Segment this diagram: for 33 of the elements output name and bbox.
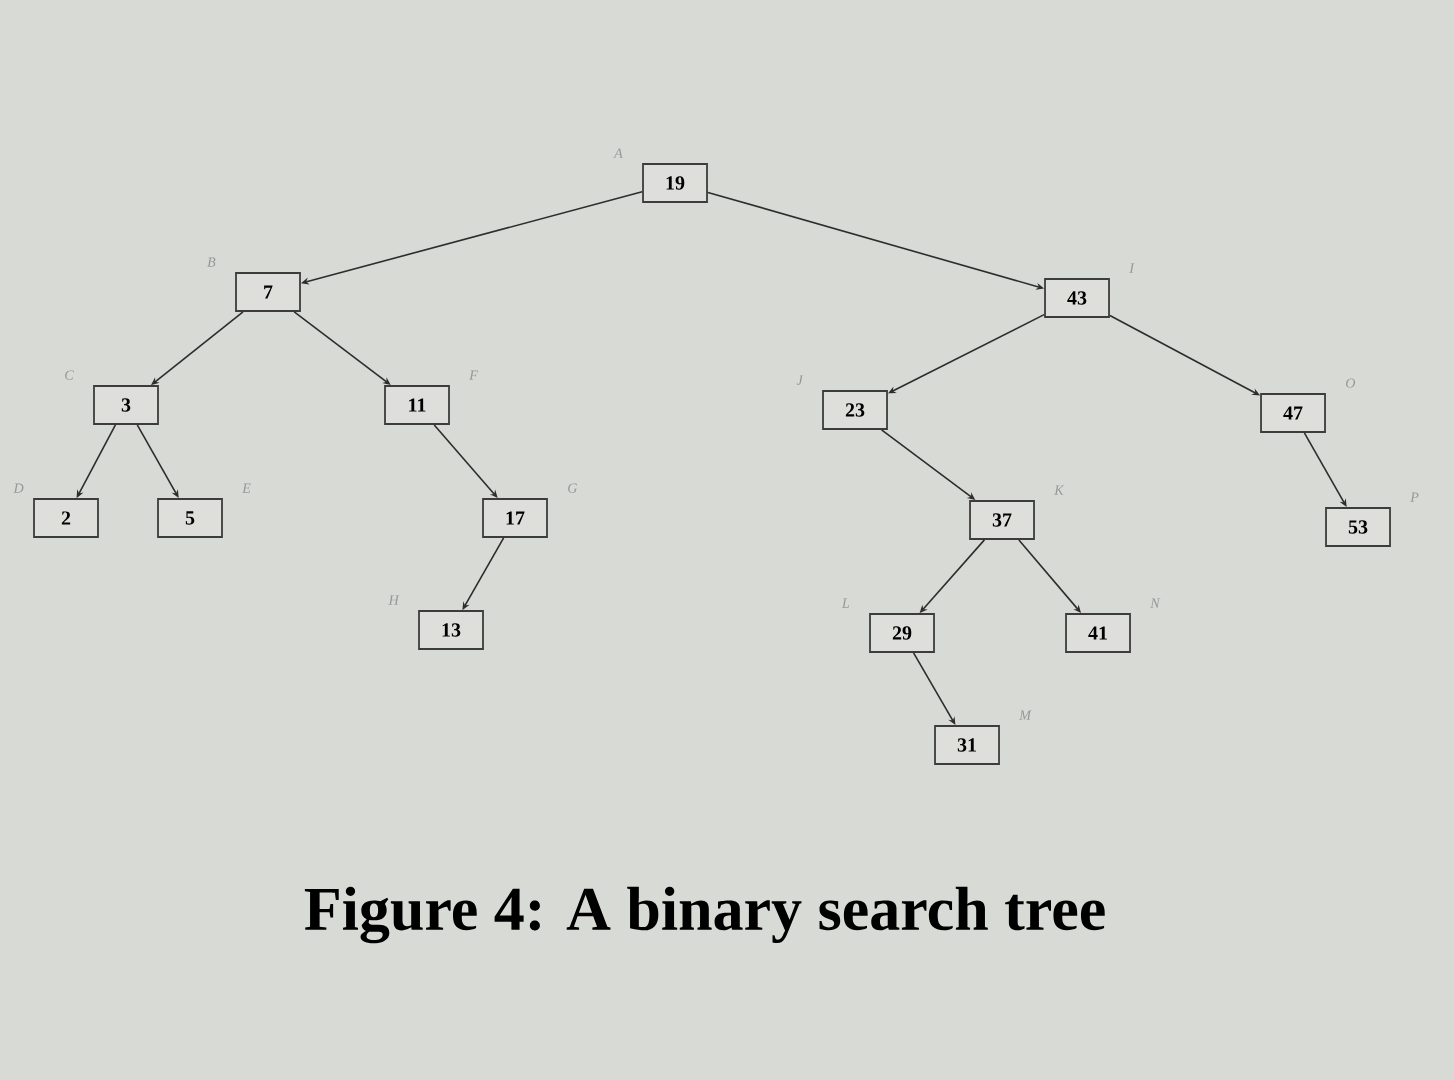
node-letter: H: [388, 595, 400, 605]
node-letter: D: [13, 483, 24, 493]
node-letter: F: [469, 370, 478, 380]
node-letter: P: [1410, 492, 1419, 502]
node-box: 23: [822, 390, 888, 430]
node-box: 19: [642, 163, 708, 203]
node-box: 5: [157, 498, 223, 538]
node-box: 41: [1065, 613, 1131, 653]
node-box: 47: [1260, 393, 1326, 433]
node-box: 37: [969, 500, 1035, 540]
node-letter: J: [796, 375, 804, 385]
node-box: 31: [934, 725, 1000, 765]
node-box: 17: [482, 498, 548, 538]
node-box: 2: [33, 498, 99, 538]
node-box: 43: [1044, 278, 1110, 318]
node-letter: C: [65, 370, 74, 380]
node-letter: O: [1346, 378, 1356, 388]
node-letter: E: [242, 483, 251, 493]
node-letter: G: [568, 483, 578, 493]
node-box: 53: [1325, 507, 1391, 547]
node-letter: L: [841, 598, 850, 608]
node-box: 3: [93, 385, 159, 425]
node-letter: I: [1129, 263, 1135, 273]
figure-caption: Figure 4: A binary search tree: [304, 886, 1105, 944]
node-box: 29: [869, 613, 935, 653]
node-letter: M: [1019, 710, 1032, 720]
node-letter: K: [1054, 485, 1065, 495]
node-letter: A: [613, 148, 623, 158]
node-box: 13: [418, 610, 484, 650]
node-letter: N: [1150, 598, 1161, 608]
node-box: 7: [235, 272, 301, 312]
node-letter: B: [207, 257, 216, 267]
node-box: 11: [384, 385, 450, 425]
